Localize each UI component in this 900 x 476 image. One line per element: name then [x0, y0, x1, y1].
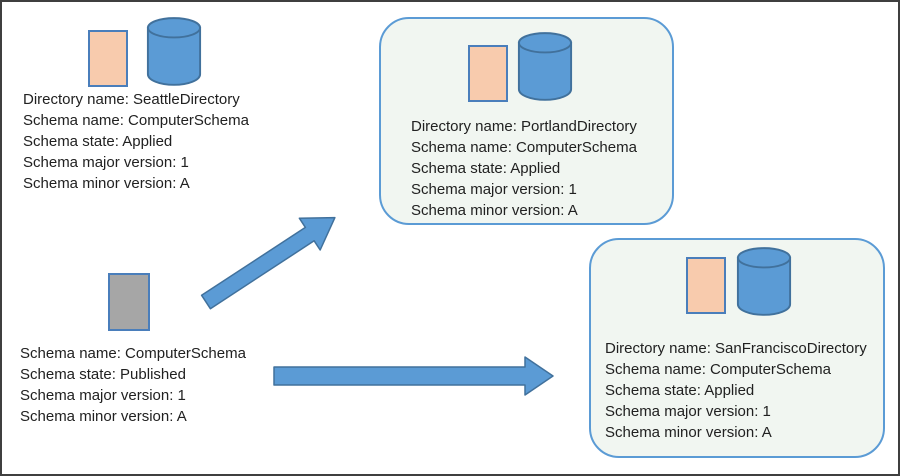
node-text-line: Schema major version: 1 [23, 154, 189, 171]
node-text-line: Schema major version: 1 [605, 403, 771, 420]
node-text-line: Schema minor version: A [23, 175, 190, 192]
node-text-line: Schema minor version: A [411, 202, 578, 219]
sanfrancisco-directory-box: Directory name: SanFranciscoDirectory Sc… [589, 238, 885, 458]
database-cylinder-icon [736, 247, 792, 316]
portland-directory-text: Directory name: PortlandDirectory Schema… [411, 116, 637, 221]
node-text-line: Schema name: ComputerSchema [20, 345, 246, 362]
node-text-line: Directory name: SeattleDirectory [23, 91, 240, 108]
node-text-line: Schema state: Applied [411, 160, 561, 177]
published-schema-rectangle-icon [108, 273, 150, 331]
schema-rectangle-icon [686, 257, 726, 314]
schema-rectangle-icon [468, 45, 508, 102]
node-text-line: Schema major version: 1 [411, 181, 577, 198]
node-text-line: Schema name: ComputerSchema [411, 139, 637, 156]
arrow-to-portland-icon [200, 216, 336, 310]
node-text-line: Schema major version: 1 [20, 387, 186, 404]
database-cylinder-icon [517, 32, 573, 101]
node-text-line: Schema name: ComputerSchema [23, 112, 249, 129]
node-text-line: Schema minor version: A [605, 424, 772, 441]
node-text-line: Schema minor version: A [20, 408, 187, 425]
database-cylinder-icon [146, 17, 202, 86]
sanfrancisco-directory-text: Directory name: SanFranciscoDirectory Sc… [605, 338, 867, 443]
published-schema-text: Schema name: ComputerSchema Schema state… [20, 343, 246, 427]
schema-rectangle-icon [88, 30, 128, 87]
portland-directory-box: Directory name: PortlandDirectory Schema… [379, 17, 674, 225]
node-text-line: Schema name: ComputerSchema [605, 361, 831, 378]
node-text-line: Directory name: PortlandDirectory [411, 118, 637, 135]
node-text-line: Directory name: SanFranciscoDirectory [605, 340, 867, 357]
arrow-to-sanfrancisco-icon [273, 356, 554, 396]
node-text-line: Schema state: Applied [605, 382, 755, 399]
node-text-line: Schema state: Published [20, 366, 186, 383]
seattle-directory-text: Directory name: SeattleDirectory Schema … [23, 89, 249, 194]
node-text-line: Schema state: Applied [23, 133, 173, 150]
